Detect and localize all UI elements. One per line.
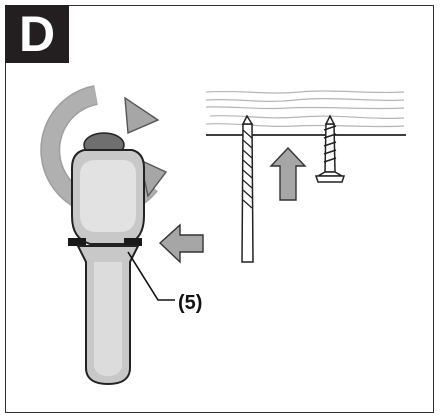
wood-board xyxy=(205,90,406,136)
callout-leader-line xyxy=(127,251,175,301)
panel-letter-badge: D xyxy=(5,5,69,63)
part-callout-label: (5) xyxy=(178,292,203,314)
bit-holder-tool xyxy=(68,132,145,386)
drill-bit-icon xyxy=(241,114,254,263)
upward-arrow-icon xyxy=(269,146,307,201)
insert-arrow-icon xyxy=(158,223,204,264)
screw-icon xyxy=(314,114,346,183)
